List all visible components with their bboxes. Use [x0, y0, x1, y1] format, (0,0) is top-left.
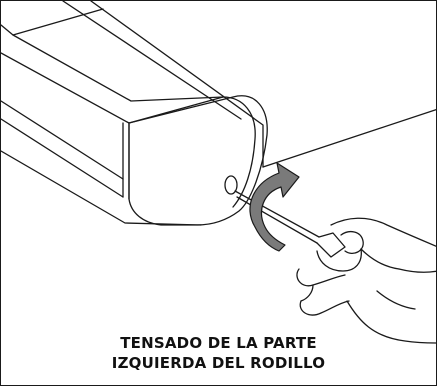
belt-surface: [62, 1, 436, 168]
end-cap: [128, 95, 268, 226]
instruction-caption: TENSADO DE LA PARTE IZQUIERDA DEL RODILL…: [1, 333, 436, 373]
rotation-arrow-icon: [249, 162, 300, 252]
caption-line-2: IZQUIERDA DEL RODILLO: [111, 354, 326, 372]
caption-line-1: TENSADO DE LA PARTE: [120, 334, 317, 352]
adjustment-bolt-hole: [224, 175, 238, 195]
hand-holding-tool: [296, 217, 436, 344]
frame-rail: [1, 8, 224, 226]
